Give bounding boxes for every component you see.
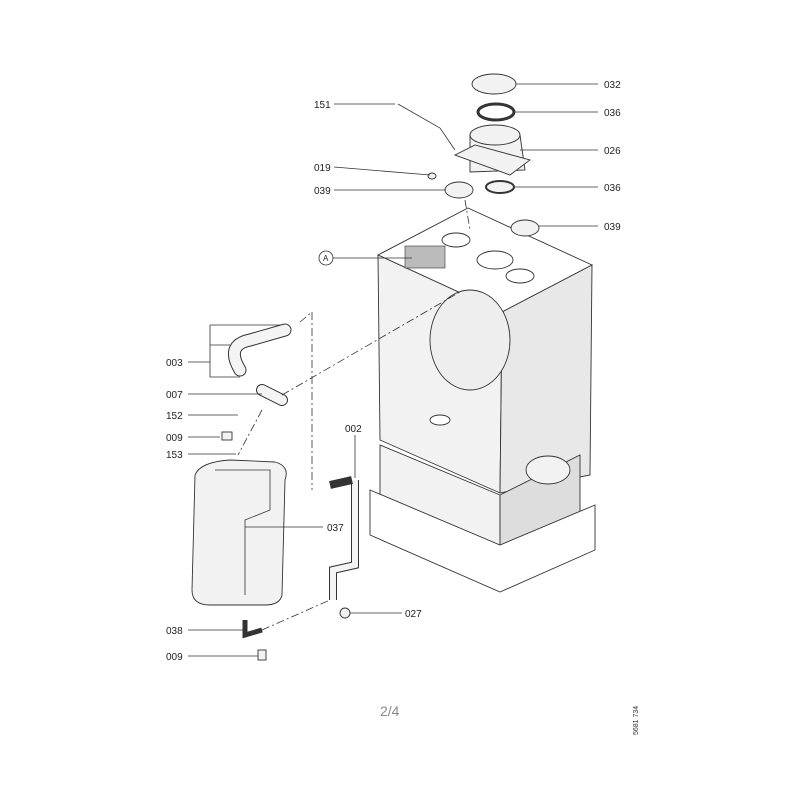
callout-009-bottom: 009 [166,652,183,663]
expansion-vessel [191,459,287,606]
callout-153: 153 [166,450,183,461]
callout-038: 038 [166,626,183,637]
callout-003: 003 [166,358,183,369]
flue-parts [397,73,540,237]
callout-036-top: 036 [604,108,621,119]
callout-151: 151 [314,100,331,111]
callout-007: 007 [166,390,183,401]
callout-009-top: 009 [166,433,183,444]
callout-037: 037 [327,523,344,534]
callout-039-left: 039 [314,186,331,197]
callout-026: 026 [604,146,621,157]
assembly-line [464,199,471,231]
callout-027: 027 [405,609,422,620]
boiler-casing [376,207,594,494]
callout-152: 152 [166,411,183,422]
leader-lines [188,83,598,657]
hoses [221,323,359,661]
page-number: 2/4 [380,703,400,719]
assembly-line [299,311,313,323]
label-area-a [404,245,446,269]
callout-002: 002 [345,424,362,435]
callout-032: 032 [604,80,621,91]
document-number: 5681 734 [633,706,640,735]
boiler-base [369,444,596,593]
callout-039-right: 039 [604,222,621,233]
callout-036-mid: 036 [604,183,621,194]
callout-a: A [323,254,329,263]
assembly-line [261,599,331,631]
assembly-line [237,409,263,456]
callout-019: 019 [314,163,331,174]
assembly-line [281,291,461,396]
